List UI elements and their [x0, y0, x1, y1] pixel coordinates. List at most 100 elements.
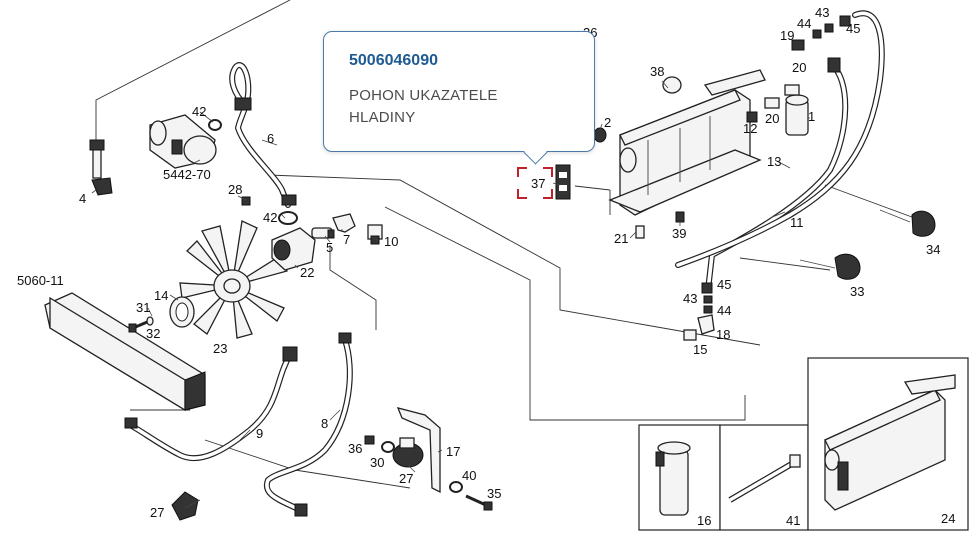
- fan-23[interactable]: [179, 220, 288, 339]
- nut-36[interactable]: [364, 435, 375, 445]
- washer-43[interactable]: [824, 23, 834, 33]
- label-43: 43: [815, 5, 829, 20]
- hose-8[interactable]: [263, 332, 353, 517]
- screw-28[interactable]: [241, 196, 251, 206]
- bolt-35[interactable]: [465, 494, 493, 511]
- filter-1[interactable]: [785, 94, 809, 136]
- fitting-2[interactable]: [593, 127, 607, 143]
- label-20: 20: [792, 60, 806, 75]
- fan-ring-14[interactable]: [169, 296, 195, 328]
- label-8: 8: [321, 416, 328, 431]
- radiator-shroud-5060-11[interactable]: [44, 292, 206, 412]
- label-34: 34: [926, 242, 940, 257]
- label-33: 33: [850, 284, 864, 299]
- label-40: 40: [462, 468, 476, 483]
- label-5: 5: [326, 240, 333, 255]
- fitting-10[interactable]: [367, 224, 383, 245]
- label-12: 12: [743, 121, 757, 136]
- plug-21[interactable]: [635, 225, 645, 239]
- label-38: 38: [650, 64, 664, 79]
- part-tooltip: 5006046090 POHON UKAZATELE HLADINY: [323, 31, 595, 165]
- clamp-34[interactable]: [911, 210, 936, 237]
- label-22: 22: [300, 265, 314, 280]
- label-44: 44: [797, 16, 811, 31]
- label-7: 7: [343, 232, 350, 247]
- fitting-5[interactable]: [311, 227, 335, 239]
- cap-38[interactable]: [662, 76, 682, 94]
- washer-32[interactable]: [146, 316, 154, 326]
- inset-box-24[interactable]: [807, 357, 969, 531]
- inset-box-16[interactable]: [638, 424, 721, 531]
- label-43b: 43: [683, 291, 697, 306]
- washer-40[interactable]: [449, 481, 463, 493]
- fitting-20b[interactable]: [764, 97, 780, 109]
- washer-30[interactable]: [381, 441, 395, 453]
- label-9: 9: [256, 426, 263, 441]
- elbow-18[interactable]: [697, 314, 715, 335]
- nut-12[interactable]: [746, 111, 758, 123]
- washer-44b[interactable]: [703, 305, 713, 314]
- label-11: 11: [790, 215, 804, 230]
- label-41: 41: [786, 513, 800, 528]
- pump-5442-70[interactable]: [149, 114, 217, 169]
- label-5060-11: 5060-11: [17, 273, 64, 288]
- ring-42[interactable]: [208, 119, 222, 131]
- fitting-block-22[interactable]: [271, 227, 316, 271]
- selected-part-marker[interactable]: [517, 167, 553, 199]
- elbow-7[interactable]: [332, 213, 356, 233]
- label-16: 16: [697, 513, 711, 528]
- hose-6[interactable]: [229, 62, 297, 208]
- label-28: 28: [228, 182, 242, 197]
- fitting-19[interactable]: [791, 39, 805, 51]
- washer-44[interactable]: [812, 29, 822, 39]
- bolt-4[interactable]: [89, 139, 113, 196]
- label-45: 45: [846, 21, 860, 36]
- sensor-27[interactable]: [392, 437, 424, 468]
- pipe-11[interactable]: [675, 10, 885, 268]
- label-20b: 20: [765, 111, 779, 126]
- reference-lines: [95, 0, 921, 489]
- washer-43b[interactable]: [703, 295, 713, 304]
- label-35: 35: [487, 486, 501, 501]
- fitting-45[interactable]: [839, 15, 851, 27]
- label-45b: 45: [717, 277, 731, 292]
- sensor-27b[interactable]: [171, 491, 199, 521]
- label-5442-70: 5442-70: [163, 167, 211, 182]
- label-39: 39: [672, 226, 686, 241]
- label-31: 31: [136, 300, 150, 315]
- inset-box-41[interactable]: [719, 424, 809, 531]
- label-1: 1: [808, 109, 815, 124]
- label-27b: 27: [150, 505, 164, 520]
- label-2: 2: [604, 115, 611, 130]
- label-42: 42: [192, 104, 206, 119]
- label-13: 13: [767, 154, 781, 169]
- tooltip-part-code[interactable]: 5006046090: [349, 52, 438, 69]
- bracket-26[interactable]: [703, 69, 766, 96]
- label-37: 37: [531, 176, 545, 191]
- part-labels: 42 5442-70 4 6 28 42 5 7 10 22 14 31 32 …: [17, 5, 955, 528]
- label-44b: 44: [717, 303, 731, 318]
- label-19: 19: [780, 28, 794, 43]
- label-32: 32: [146, 326, 160, 341]
- bracket-17[interactable]: [396, 407, 441, 494]
- ring-42b[interactable]: [278, 211, 298, 225]
- oil-cooler-2[interactable]: [608, 89, 762, 216]
- tooltip-part-description: POHON UKAZATELE HLADINY: [349, 87, 498, 126]
- label-4: 4: [79, 191, 86, 206]
- plug-39[interactable]: [675, 211, 685, 223]
- label-23: 23: [213, 341, 227, 356]
- label-42b: 42: [263, 210, 277, 225]
- label-21: 21: [614, 231, 628, 246]
- hose-9[interactable]: [124, 346, 298, 462]
- label-17: 17: [446, 444, 460, 459]
- sender-37[interactable]: [555, 164, 571, 200]
- label-6: 6: [267, 131, 274, 146]
- fitting-45b[interactable]: [701, 282, 713, 294]
- leader-lines: [91, 80, 911, 509]
- label-27: 27: [399, 471, 413, 486]
- fitting-20[interactable]: [784, 84, 800, 96]
- clamp-33[interactable]: [834, 253, 861, 280]
- fitting-15[interactable]: [683, 329, 697, 341]
